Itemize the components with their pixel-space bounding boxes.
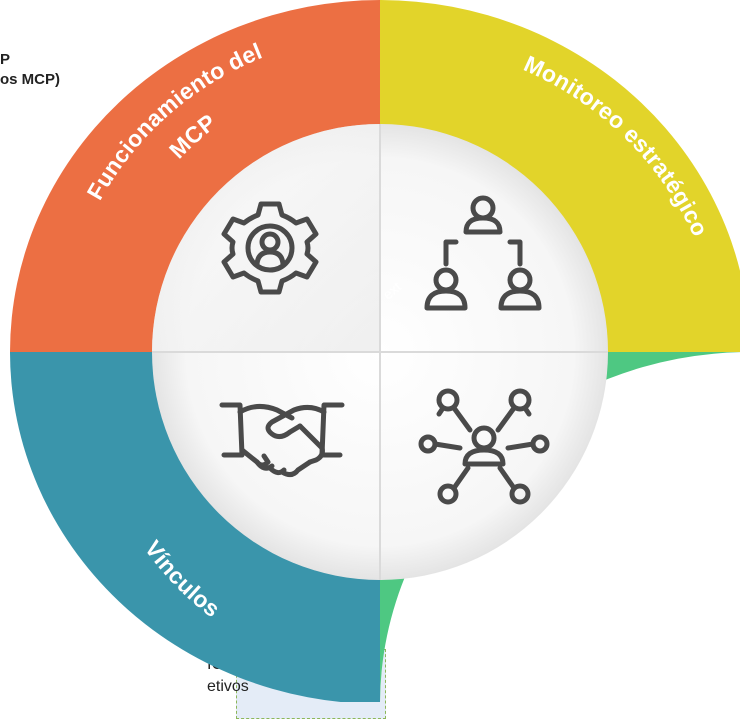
note-line-2: etivos	[207, 678, 249, 695]
cropped-text-line-1: P	[0, 51, 11, 68]
quadrant-wheel: ext Funcionamiento del MCP Monitoreo est…	[10, 0, 740, 702]
cropped-side-text: P os MCP)	[0, 50, 110, 90]
gear-person-icon	[221, 201, 319, 295]
network-people-icon	[418, 388, 550, 505]
quadrant-label-participacion: Participación	[548, 504, 662, 629]
cropped-text-line-2: os MCP)	[0, 71, 60, 88]
handshake-icon	[219, 402, 345, 478]
org-chart-icon	[424, 195, 542, 311]
